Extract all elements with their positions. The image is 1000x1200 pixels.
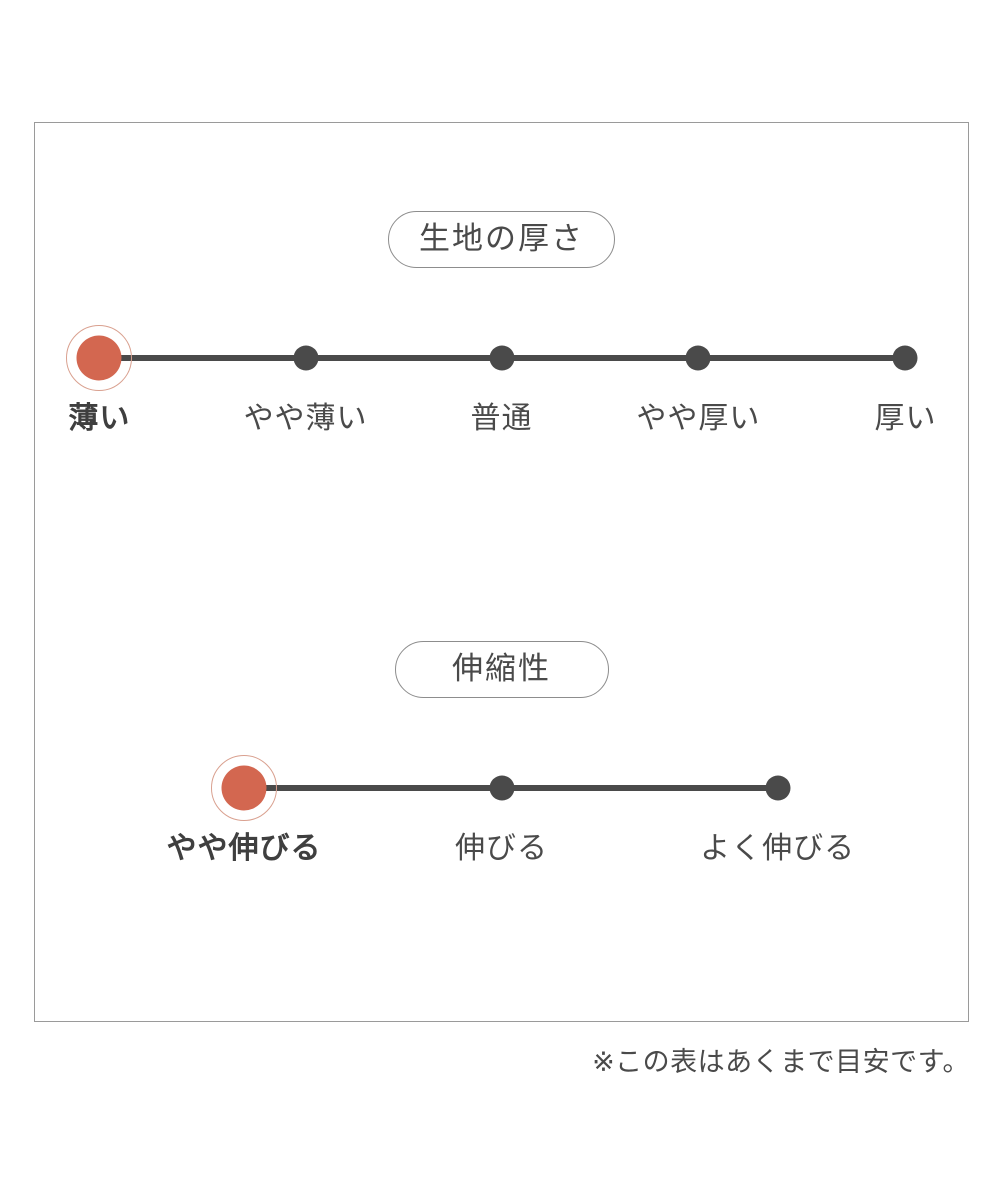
section-stretchiness: 伸縮性 やや伸びる 伸びる よく伸びる: [35, 641, 968, 918]
scale-label-fabric-thickness-4: 厚い: [874, 401, 937, 436]
scale-dot-icon: [892, 345, 918, 371]
scale-dot-icon: [685, 345, 711, 371]
scale-dot-icon: [489, 775, 514, 801]
scale-label-fabric-thickness-3: やや厚い: [636, 401, 761, 436]
scale-label-stretchiness-1: 伸びる: [455, 831, 548, 866]
selected-ring-icon: [210, 755, 277, 821]
section-heading-fabric-thickness: 生地の厚さ: [388, 211, 615, 268]
spec-table-frame: 生地の厚さ 薄い やや薄い 普通 やや厚い: [34, 122, 969, 1022]
scale-dot-icon: [489, 345, 514, 371]
scale-label-stretchiness-0: やや伸びる: [166, 831, 322, 866]
pill-row-fabric-thickness: 生地の厚さ: [35, 211, 968, 268]
scale-label-fabric-thickness-0: 薄い: [68, 401, 131, 436]
scale-fabric-thickness: 薄い やや薄い 普通 やや厚い 厚い: [35, 325, 968, 488]
pill-row-stretchiness: 伸縮性: [35, 641, 968, 698]
scale-label-fabric-thickness-1: やや薄い: [243, 401, 368, 436]
scale-stretchiness: やや伸びる 伸びる よく伸びる: [35, 755, 968, 918]
section-heading-stretchiness: 伸縮性: [394, 641, 609, 698]
scale-label-stretchiness-2: よく伸びる: [700, 831, 856, 866]
selected-dot-icon: [76, 335, 122, 381]
section-fabric-thickness: 生地の厚さ 薄い やや薄い 普通 やや厚い: [35, 211, 968, 488]
footnote-disclaimer: ※この表はあくまで目安です。: [592, 1047, 970, 1078]
selected-dot-icon: [221, 765, 267, 811]
selected-ring-icon: [66, 325, 133, 391]
scale-dot-icon: [293, 345, 319, 371]
scale-label-fabric-thickness-2: 普通: [470, 401, 533, 436]
scale-dot-icon: [765, 775, 791, 801]
